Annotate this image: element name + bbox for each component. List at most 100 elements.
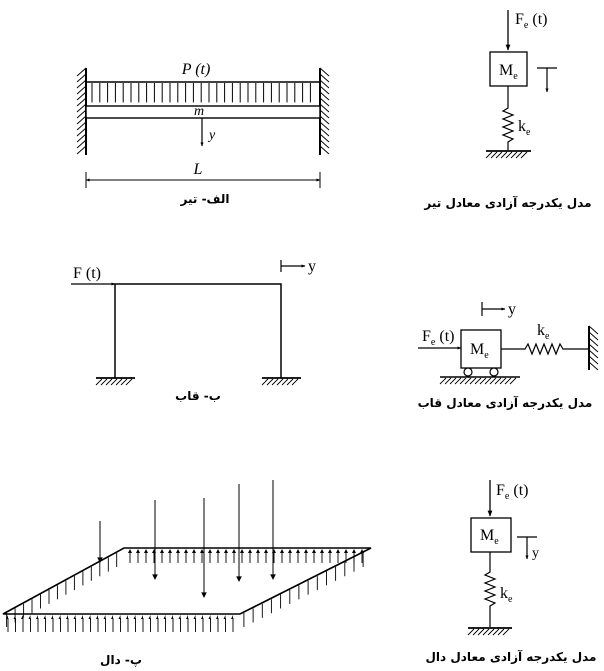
hatch-line: [76, 109, 87, 119]
point-load-arrow-head: [152, 574, 158, 580]
hatch-line: [494, 377, 502, 385]
hatch-line: [76, 91, 87, 101]
edge-arrow-head: [128, 549, 132, 553]
frame-right-support-hatch: [261, 378, 299, 386]
hatch-line: [319, 127, 330, 137]
edge-arrow-head: [200, 549, 204, 553]
hatch-line: [588, 331, 599, 341]
hatch-line: [319, 91, 330, 101]
hatch-line: [467, 628, 475, 636]
beam-disp-label: y: [207, 128, 216, 143]
hatch-line: [492, 628, 500, 636]
hatch-line: [261, 378, 269, 386]
edge-arrow-head: [328, 549, 332, 553]
frame-model-spring: [501, 342, 588, 356]
beam-model-ground-hatch: [485, 151, 528, 159]
hatch-line: [281, 378, 289, 386]
hatch-line: [120, 378, 128, 386]
slab-point-load-arrows: [97, 480, 276, 598]
edge-arrow-head: [320, 549, 324, 553]
hatch-line: [487, 628, 495, 636]
frame-model-wheel-left: [463, 367, 473, 377]
hatch-line: [588, 337, 599, 347]
frame-model-mass-box: [460, 329, 502, 369]
hatch-line: [319, 109, 330, 119]
frame-force-label: F (t): [73, 265, 101, 282]
edge-arrow-head: [256, 549, 260, 553]
beam-load-label: P (t): [181, 61, 211, 78]
edge-arrow-head: [201, 615, 204, 619]
frame-sdof-model: Fe (t) Me y ke مدل یکدرجه آزادی معادل قا…: [418, 301, 599, 410]
hatch-line: [459, 377, 467, 385]
hatch-line: [319, 97, 330, 107]
edge-arrow-head: [312, 549, 316, 553]
point-load-arrow-head: [236, 576, 242, 582]
edge-arrow-head: [223, 615, 226, 619]
frame-model-k-label: ke: [537, 322, 550, 342]
edge-arrow-head: [280, 549, 284, 553]
hatch-line: [484, 377, 492, 385]
beam-right-wall-hatch: [319, 67, 330, 155]
hatch-line: [319, 73, 330, 83]
hatch-line: [319, 115, 330, 125]
edge-arrow-head: [231, 615, 234, 619]
edge-arrow-head: [96, 615, 99, 619]
hatch-line: [95, 378, 103, 386]
edge-arrow-head: [296, 549, 300, 553]
edge-arrow-head: [264, 549, 268, 553]
hatch-line: [76, 103, 87, 113]
edge-arrow-head: [178, 615, 181, 619]
slab-support-reaction-arrows: [4, 549, 364, 632]
slab-model-disp-label: y: [532, 546, 539, 561]
hatch-line: [276, 378, 284, 386]
edge-arrow-head: [176, 549, 180, 553]
edge-arrow-head: [186, 615, 189, 619]
hatch-line: [449, 377, 457, 385]
hatch-line: [100, 378, 108, 386]
beam-diagram: P (t) m y L الف- تیر: [76, 0, 330, 206]
frame-left-support-hatch: [95, 378, 133, 386]
frame-model-force-label: Fe (t): [422, 328, 454, 348]
slab-outline: [2, 547, 372, 615]
hatch-line: [500, 151, 508, 159]
hatch-line: [588, 325, 599, 335]
hatch-line: [509, 377, 517, 385]
slab-caption: پ- دال: [100, 653, 142, 667]
hatch-line: [499, 377, 507, 385]
frame-model-disp-label: y: [508, 301, 516, 318]
edge-arrow-head: [288, 549, 292, 553]
hatch-line: [474, 377, 482, 385]
hatch-line: [469, 377, 477, 385]
frame-members: [114, 283, 282, 378]
edge-arrow-head: [240, 549, 244, 553]
hatch-line: [482, 628, 490, 636]
hatch-line: [76, 127, 87, 137]
hatch-line: [588, 349, 599, 359]
frame-diagram: F (t) y ب- قاب: [71, 258, 316, 403]
hatch-line: [588, 355, 599, 365]
hatch-line: [510, 151, 518, 159]
hatch-line: [76, 67, 87, 77]
edge-arrow-head: [160, 549, 164, 553]
edge-arrow-head: [118, 615, 121, 619]
hatch-line: [444, 377, 452, 385]
edge-arrow-head: [193, 615, 196, 619]
hatch-line: [588, 361, 599, 371]
hatch-line: [489, 377, 497, 385]
beam-caption: الف- تیر: [180, 192, 230, 206]
hatch-line: [439, 377, 447, 385]
edge-arrow-head: [36, 615, 39, 619]
frame-disp-label: y: [308, 258, 316, 275]
hatch-line: [477, 628, 485, 636]
hatch-line: [319, 103, 330, 113]
hatch-line: [319, 145, 330, 155]
slab-model-ground-hatch: [467, 628, 510, 636]
hatch-line: [319, 79, 330, 89]
hatch-line: [485, 151, 493, 159]
edge-arrow-head: [141, 615, 144, 619]
hatch-line: [110, 378, 118, 386]
hatch-line: [472, 628, 480, 636]
edge-arrow-head: [21, 615, 24, 619]
hatch-line: [76, 79, 87, 89]
